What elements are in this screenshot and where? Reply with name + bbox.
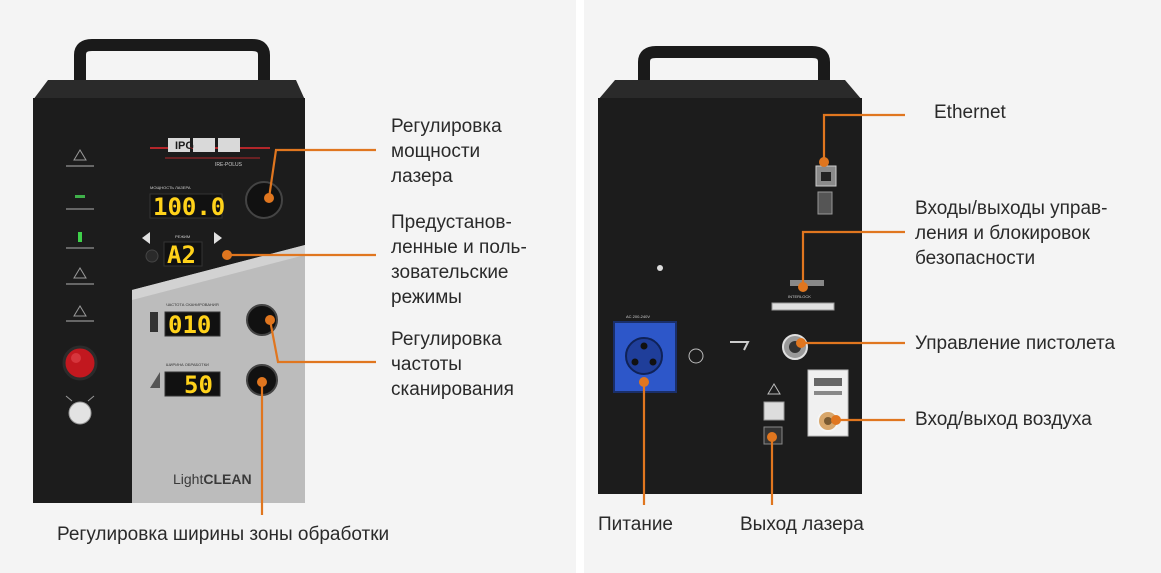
leader-power <box>267 148 376 199</box>
mode-prev-arrow[interactable] <box>142 232 150 244</box>
front-handle <box>74 39 270 86</box>
leader-io <box>801 230 905 285</box>
mode-display-value: A2 <box>167 241 196 269</box>
logo-text: IPG <box>175 140 194 152</box>
warning-icon-2 <box>73 267 87 279</box>
laser-output-label <box>763 401 785 421</box>
frequency-display <box>164 311 221 337</box>
emergency-stop-button[interactable] <box>62 345 98 381</box>
front-top-bevel <box>33 80 305 100</box>
svg-text:AC 200-240V: AC 200-240V <box>626 314 650 319</box>
width-display-value: 50 <box>184 371 213 399</box>
back-handle <box>638 46 830 86</box>
leader-ethernet <box>822 113 905 160</box>
laser-icon <box>73 305 87 317</box>
frequency-knob[interactable] <box>246 304 278 336</box>
callout-air: Вход/выход воздуха <box>915 409 1092 430</box>
laser-warning-icon <box>767 383 781 395</box>
status-indicators <box>66 149 94 322</box>
mode-next-arrow[interactable] <box>214 232 222 244</box>
back-top-bevel <box>598 80 862 100</box>
width-display <box>164 371 221 397</box>
power-knob[interactable] <box>245 181 283 219</box>
callout-ethernet: Ethernet <box>934 102 1006 123</box>
callout-io: Входы/выходы управ- ления и блокировок б… <box>915 198 1108 269</box>
gun-icon <box>730 341 750 351</box>
callout-laser-out: Выход лазера <box>740 514 864 535</box>
power-display <box>149 193 223 219</box>
ground-icon <box>688 348 704 364</box>
power-display-value: 100.0 <box>153 193 225 221</box>
svg-text:INTERLOCK: INTERLOCK <box>788 294 811 299</box>
status-led-green <box>75 195 85 198</box>
key-switch[interactable] <box>68 401 92 425</box>
status-led-green-vertical <box>78 232 82 242</box>
svg-text:РЕЖИМ: РЕЖИМ <box>175 234 190 239</box>
ipg-logo: IPG IRE-POLUS <box>150 138 270 168</box>
brand-text: LightCLEAN <box>173 471 252 487</box>
io-connector[interactable] <box>771 302 835 311</box>
warning-icon <box>73 149 87 161</box>
leader-frequency <box>268 319 376 364</box>
front-device: IPG IRE-POLUS 100.0 МОЩНОСТЬ ЛАЗЕРА <box>33 39 305 503</box>
mode-button[interactable] <box>145 249 159 263</box>
callout-modes: Предустанов- ленные и поль- зовательские… <box>391 212 527 308</box>
callout-power-adjust: Регулировка мощности лазера <box>391 116 502 187</box>
frequency-display-value: 010 <box>168 311 211 339</box>
callout-frequency: Регулировка частоты сканирования <box>391 329 514 400</box>
callout-width: Регулировка ширины зоны обработки <box>57 524 390 545</box>
callout-power-inlet: Питание <box>598 514 673 535</box>
front-leader-lines <box>230 148 376 515</box>
back-device: INTERLOCK AC 200-240V <box>598 46 862 494</box>
mode-display <box>163 241 203 267</box>
svg-text:МОЩНОСТЬ ЛАЗЕРА: МОЩНОСТЬ ЛАЗЕРА <box>150 185 191 190</box>
svg-text:ШИРИНА ОБРАБОТКИ: ШИРИНА ОБРАБОТКИ <box>166 362 209 367</box>
callout-gun-control: Управление пистолета <box>915 333 1116 354</box>
back-leader-lines <box>642 113 905 505</box>
svg-text:ЧАСТОТА СКАНИРОВАНИЯ: ЧАСТОТА СКАНИРОВАНИЯ <box>166 302 219 307</box>
logo-subtext: IRE-POLUS <box>215 162 243 168</box>
